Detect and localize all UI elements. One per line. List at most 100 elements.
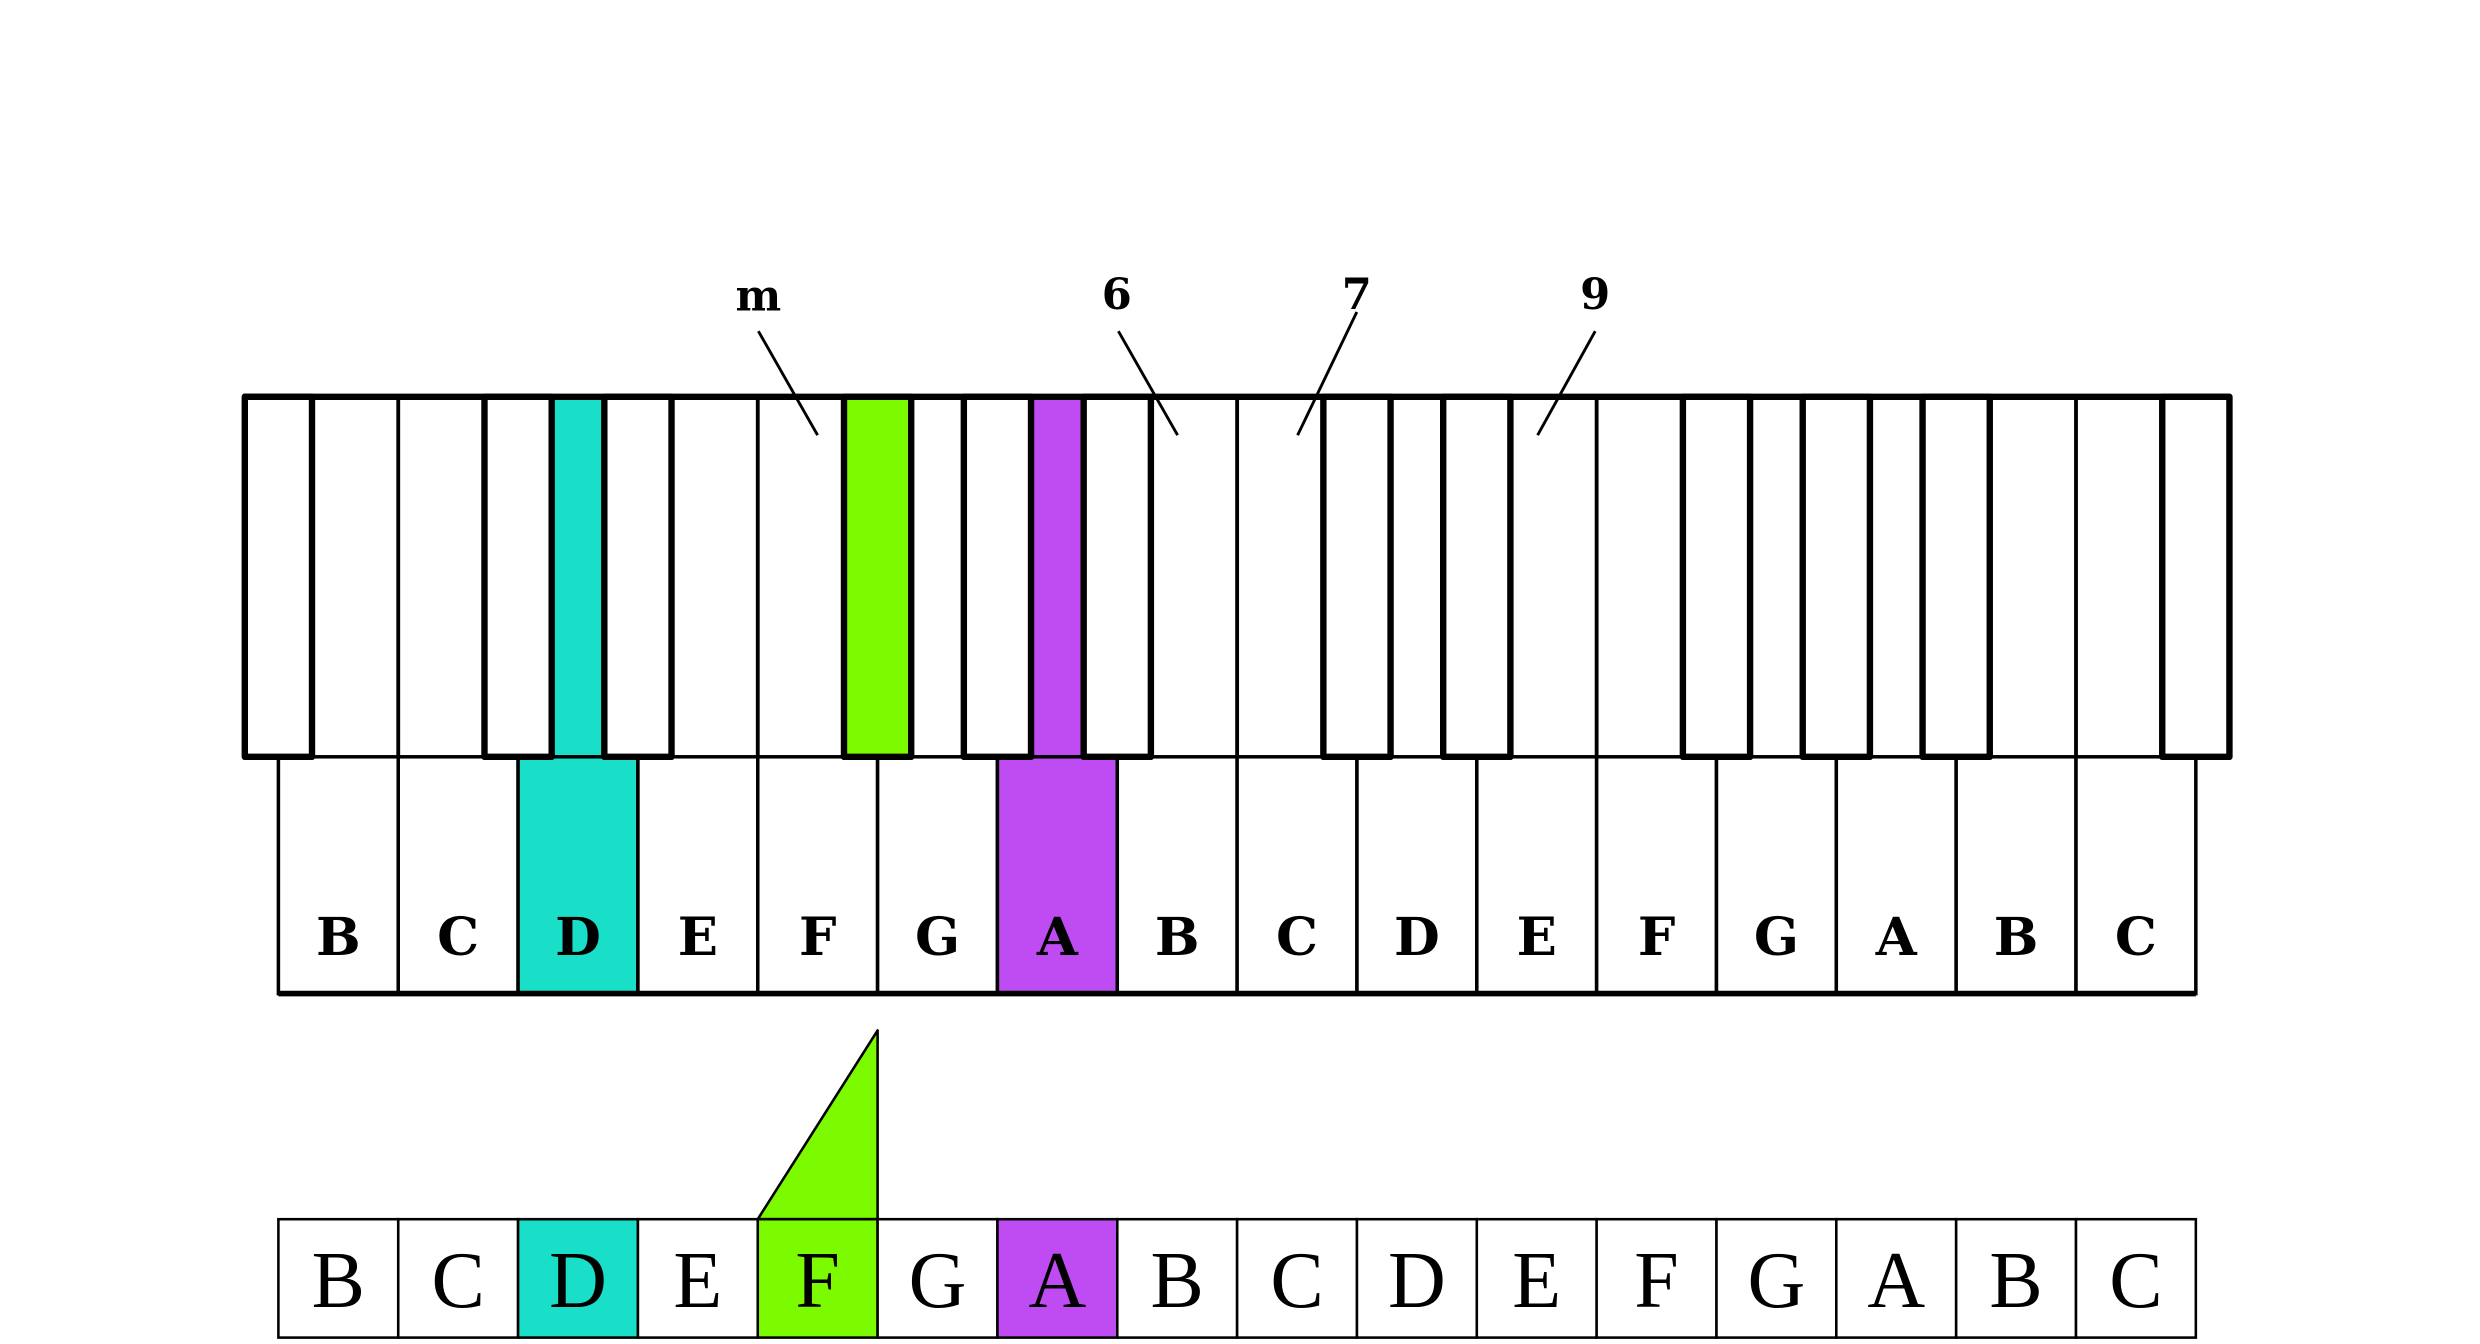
note-cell-label: E: [1512, 1237, 1561, 1325]
note-cell-box: [1715, 1217, 1838, 1339]
white-key-c[interactable]: C: [1235, 755, 1359, 996]
note-cell-g: G: [876, 1217, 999, 1339]
white-key-g[interactable]: G: [1714, 755, 1839, 996]
note-cell-f: F: [1595, 1217, 1718, 1339]
white-key-e[interactable]: E: [1475, 755, 1599, 996]
note-cell-box: [636, 1217, 760, 1339]
sharp-wedge-marker: [756, 1029, 879, 1221]
white-key-label: B: [316, 906, 361, 968]
note-cell-label: A: [1867, 1237, 1925, 1325]
white-key-label: F: [1638, 906, 1675, 968]
note-cell-g: G: [1715, 1217, 1838, 1339]
white-key-label: G: [915, 906, 960, 968]
white-key-a[interactable]: A: [1834, 755, 1958, 996]
note-cell-b: B: [1115, 1217, 1239, 1339]
annotation-label: 9: [1580, 269, 1610, 320]
white-key-label: E: [678, 906, 718, 968]
annotation-m: m: [736, 270, 819, 436]
note-cell-label: G: [909, 1237, 967, 1325]
white-key-label: C: [1276, 906, 1318, 968]
annotation-6: 6: [1102, 269, 1179, 436]
white-key-label: D: [555, 906, 601, 968]
black-key-c-sharp[interactable]: [481, 393, 555, 760]
white-key-label: A: [1036, 906, 1079, 968]
white-key-body: [1594, 755, 1719, 996]
white-key-label: B: [1994, 906, 2039, 968]
white-key-body: [1115, 755, 1239, 996]
white-key-body: [1954, 755, 2078, 996]
note-cell-a: A: [1835, 1217, 1958, 1339]
note-cell-e: E: [1475, 1217, 1598, 1339]
black-key-c-sharp[interactable]: [1320, 393, 1394, 760]
black-key-c-sharp[interactable]: [2159, 393, 2233, 760]
note-cell-box: [2074, 1217, 2198, 1339]
annotation-label: 7: [1342, 269, 1372, 320]
note-cell-box: [996, 1217, 1119, 1339]
white-key-body: [1355, 755, 1479, 996]
note-cell-b: B: [277, 1217, 400, 1339]
annotation-7: 7: [1296, 269, 1372, 436]
note-cell-label: B: [1151, 1237, 1204, 1325]
white-key-label: B: [1155, 906, 1200, 968]
note-cell-c: C: [1235, 1217, 1359, 1339]
black-key-d-sharp[interactable]: [1440, 393, 1514, 760]
white-key-c[interactable]: C: [2074, 755, 2198, 996]
white-key-body: [1475, 755, 1599, 996]
white-key-b[interactable]: B: [276, 755, 401, 996]
white-key-label: E: [1517, 906, 1557, 968]
annotation-9: 9: [1536, 269, 1610, 436]
note-cell-label: G: [1748, 1237, 1806, 1325]
note-cell-box: [1475, 1217, 1598, 1339]
note-cell-a: A: [996, 1217, 1119, 1339]
note-cell-label: E: [673, 1237, 722, 1325]
white-key-label: A: [1875, 906, 1918, 968]
note-cell-label: B: [1989, 1237, 2042, 1325]
black-key-a-sharp[interactable]: [1080, 393, 1155, 760]
white-key-e[interactable]: E: [636, 755, 760, 996]
black-keys: [241, 393, 2233, 760]
black-key-g-sharp[interactable]: [1799, 393, 1874, 760]
black-key-g-sharp[interactable]: [960, 393, 1035, 760]
black-key-d-sharp[interactable]: [601, 393, 675, 760]
note-cell-label: D: [1388, 1237, 1446, 1325]
note-cell-box: [1355, 1217, 1479, 1339]
note-cell-box: [1235, 1217, 1359, 1339]
black-key-a-sharp[interactable]: [1919, 393, 1993, 760]
note-cell-label: D: [549, 1237, 607, 1325]
note-cell-box: [1115, 1217, 1239, 1339]
white-key-b[interactable]: B: [1115, 755, 1239, 996]
white-key-b[interactable]: B: [1954, 755, 2078, 996]
note-cell-box: [1954, 1217, 2078, 1339]
annotation-leader-line: [1117, 330, 1179, 436]
white-key-label: F: [799, 906, 836, 968]
white-key-d[interactable]: D: [1355, 755, 1479, 996]
note-cell-label: C: [431, 1237, 484, 1325]
white-key-body: [276, 755, 401, 996]
black-key-f-sharp[interactable]: [1679, 393, 1754, 760]
note-cell-box: [756, 1217, 879, 1339]
black-key-f-sharp[interactable]: [840, 393, 915, 760]
white-key-label: C: [2115, 906, 2157, 968]
black-key-a-sharp[interactable]: [241, 393, 316, 760]
white-key-f[interactable]: F: [756, 755, 880, 996]
white-key-f[interactable]: F: [1594, 755, 1719, 996]
note-cell-box: [1835, 1217, 1958, 1339]
white-key-body: [636, 755, 760, 996]
note-cell-c: C: [396, 1217, 520, 1339]
note-cell-label: A: [1028, 1237, 1086, 1325]
note-cell-d: D: [516, 1217, 640, 1339]
annotation-leader-line: [1536, 330, 1597, 436]
white-key-label: G: [1754, 906, 1799, 968]
note-cell-label: F: [1634, 1237, 1679, 1325]
white-key-g[interactable]: G: [875, 755, 1000, 996]
white-key-label: D: [1394, 906, 1440, 968]
note-cell-e: E: [636, 1217, 760, 1339]
white-key-body: [995, 755, 1120, 996]
note-cell-box: [396, 1217, 520, 1339]
white-key-c[interactable]: C: [396, 755, 520, 996]
annotations: m 6 7 9: [736, 269, 1610, 436]
note-cell-d: D: [1355, 1217, 1479, 1339]
note-cell-label: C: [1270, 1237, 1323, 1325]
